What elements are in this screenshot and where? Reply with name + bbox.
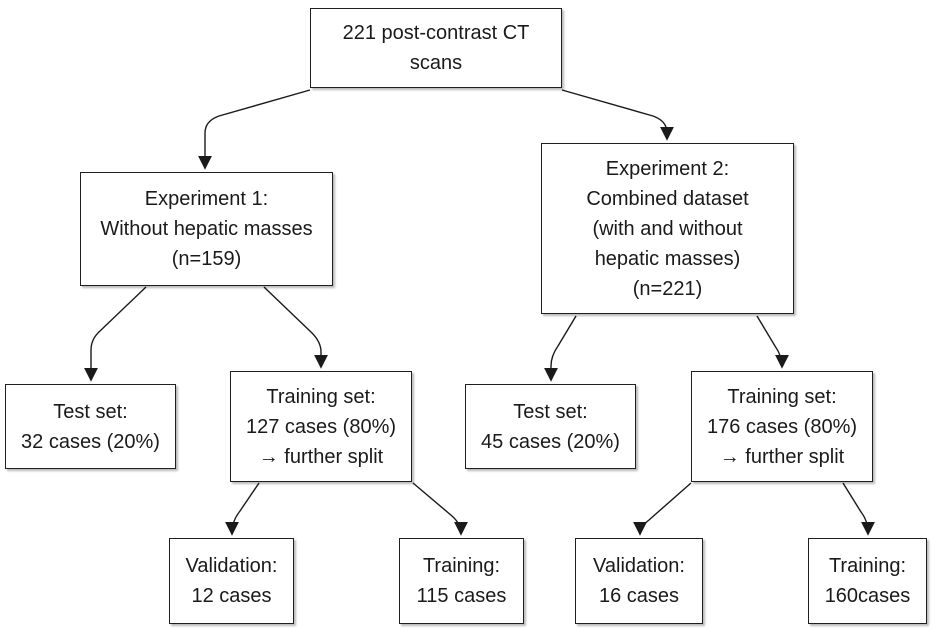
node-line: Test set: bbox=[513, 400, 588, 423]
node-line: Training set: bbox=[266, 385, 376, 408]
node-line: Training: bbox=[828, 555, 907, 577]
node-line: (n=159) bbox=[171, 248, 242, 270]
node-exp1-test-set: Test set: 32 cases (20%) bbox=[5, 384, 176, 469]
arrow-exp2-to-test bbox=[544, 315, 577, 382]
node-line: Training set: bbox=[727, 385, 837, 408]
node-line: 221 post-contrast CT bbox=[342, 22, 530, 44]
node-line: 115 cases bbox=[416, 585, 507, 607]
node-exp2-validation: Validation: 16 cases bbox=[575, 538, 703, 624]
arrow-exp1-to-train bbox=[263, 286, 328, 369]
node-line: Validation: bbox=[185, 555, 278, 577]
node-line: 127 cases (80%) bbox=[245, 415, 397, 438]
arrow-train1-to-training bbox=[412, 482, 468, 536]
node-line: 45 cases (20%) bbox=[481, 430, 620, 453]
node-line: 12 cases bbox=[191, 585, 272, 607]
node-exp2-test-set: Test set: 45 cases (20%) bbox=[465, 384, 636, 469]
node-line: hepatic masses) bbox=[594, 247, 741, 270]
node-line: (with and without bbox=[592, 217, 743, 240]
node-exp1-training: Training: 115 cases bbox=[399, 538, 524, 624]
node-line: → further split bbox=[719, 445, 845, 468]
node-line: Combined dataset bbox=[586, 187, 749, 210]
node-exp2-training: Training: 160cases bbox=[808, 538, 927, 624]
node-line: Without hepatic masses bbox=[100, 218, 313, 240]
node-experiment-2: Experiment 2: Combined dataset (with and… bbox=[541, 143, 794, 314]
node-line: (n=221) bbox=[632, 277, 703, 300]
node-total-ct-scans: 221 post-contrast CT scans bbox=[310, 8, 562, 88]
node-line: Training: bbox=[422, 555, 501, 577]
node-line: Experiment 2: bbox=[605, 157, 730, 180]
node-exp2-training-set: Training set: 176 cases (80%) → further … bbox=[691, 371, 873, 482]
arrow-root-to-exp2 bbox=[561, 89, 674, 141]
node-line: 176 cases (80%) bbox=[706, 415, 858, 438]
arrow-train2-to-validation bbox=[633, 482, 692, 536]
node-exp1-training-set: Training set: 127 cases (80%) → further … bbox=[230, 371, 412, 482]
node-line: 32 cases (20%) bbox=[21, 430, 160, 453]
node-line: Validation: bbox=[593, 555, 685, 577]
arrow-exp1-to-test bbox=[84, 286, 147, 382]
arrow-train2-to-training bbox=[842, 482, 875, 536]
node-line: 16 cases bbox=[598, 585, 680, 607]
node-line: Test set: bbox=[53, 400, 128, 423]
node-line: → further split bbox=[258, 445, 384, 468]
arrow-train1-to-validation bbox=[225, 482, 260, 536]
node-line: Experiment 1: bbox=[144, 188, 269, 210]
node-line: scans bbox=[409, 52, 463, 74]
node-experiment-1: Experiment 1: Without hepatic masses (n=… bbox=[80, 172, 333, 286]
node-exp1-validation: Validation: 12 cases bbox=[169, 538, 294, 624]
node-line: 160cases bbox=[824, 585, 911, 607]
arrow-root-to-exp1 bbox=[198, 89, 311, 170]
arrow-exp2-to-train bbox=[756, 315, 789, 369]
